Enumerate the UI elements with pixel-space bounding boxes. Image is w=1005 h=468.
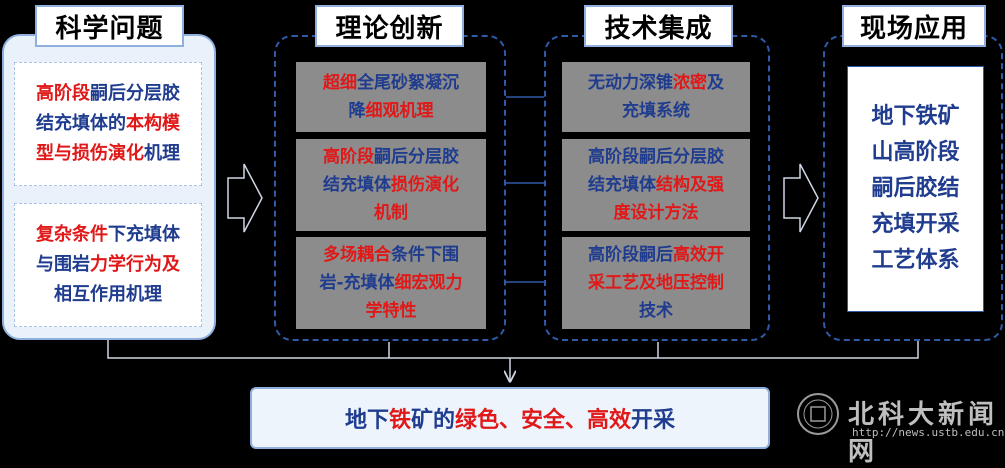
card-line: 相互作用机理 <box>36 280 180 310</box>
text-segment: 力学行为及 <box>90 254 180 275</box>
title-science: 科学问题 <box>35 5 184 47</box>
card-line: 高阶段嗣后分层胶 <box>36 79 180 109</box>
text-segment: 损伤演化 <box>391 175 459 195</box>
bottom-bracket <box>107 338 919 359</box>
result-segment: 地下 <box>344 408 389 433</box>
card-line: 复杂条件下充填体 <box>36 220 180 250</box>
result-segment: 开采 <box>631 408 676 433</box>
text-segment: 岩-充填体 <box>319 273 395 293</box>
card-line: 多场耦合条件下围 <box>319 241 462 269</box>
text-segment: 嗣后分层胶 <box>90 83 180 104</box>
title-field: 现场应用 <box>842 5 986 47</box>
theory-card-2: 高阶段嗣后分层胶结充填体损伤演化机制 <box>296 139 486 231</box>
field-line: 地下铁矿 <box>871 104 960 129</box>
text-segment: 相互作用机理 <box>54 284 162 305</box>
card-text: 高阶段嗣后分层胶结充填体损伤演化机制 <box>323 143 459 227</box>
card-line: 机制 <box>323 199 459 227</box>
card-line: 超细全尾砂絮凝沉 <box>323 69 459 97</box>
text-segment: 采工艺及地压控制 <box>588 273 724 293</box>
text-segment: 多场耦合 <box>323 245 391 265</box>
card-line: 结充填体损伤演化 <box>323 171 459 199</box>
text-segment: 高阶段 <box>36 83 90 104</box>
text-segment: 嗣后分层胶 <box>374 147 459 167</box>
theory-card-3: 多场耦合条件下围岩-充填体细宏观力学特性 <box>296 237 486 329</box>
field-card: 地下铁矿 山高阶段 嗣后胶结 充填开采 工艺体系 <box>847 66 984 312</box>
text-segment: 降 <box>348 101 366 121</box>
text-segment: 技术 <box>639 301 673 321</box>
field-line: 山高阶段 <box>871 140 960 165</box>
text-segment: 细宏观力 <box>394 273 463 293</box>
card-text: 高阶段嗣后分层胶结充填体的本构模型与损伤演化机理 <box>36 79 180 169</box>
title-theory: 理论创新 <box>315 5 464 47</box>
text-segment: 细观机理 <box>365 101 434 121</box>
card-line: 结充填体结构及强 <box>588 171 724 199</box>
text-segment: 与围岩 <box>36 254 90 275</box>
card-text: 超细全尾砂絮凝沉降细观机理 <box>323 69 459 125</box>
title-tech: 技术集成 <box>584 5 733 47</box>
text-segment: 结充填体 <box>323 175 391 195</box>
card-line: 学特性 <box>319 297 462 325</box>
text-segment: 结充填体的 <box>36 113 126 134</box>
tech-card-1: 无动力深锥浓密及充填系统 <box>562 62 750 132</box>
card-line: 高阶段嗣后高效开 <box>588 241 724 269</box>
text-segment: 复杂条件 <box>36 224 108 245</box>
text-segment: 结充填体 <box>588 175 656 195</box>
field-line: 嗣后胶结 <box>871 176 960 201</box>
text-segment: 型与损伤演化 <box>36 143 144 164</box>
text-segment: 高阶段嗣后 <box>588 245 673 265</box>
text-segment: 全尾砂絮凝沉 <box>357 73 459 93</box>
card-text: 高阶段嗣后高效开采工艺及地压控制技术 <box>588 241 724 325</box>
text-segment: 充填系统 <box>622 101 690 121</box>
field-line: 充填开采 <box>871 212 960 237</box>
card-text: 多场耦合条件下围岩-充填体细宏观力学特性 <box>319 241 462 325</box>
card-text: 高阶段嗣后分层胶结充填体结构及强度设计方法 <box>588 143 724 227</box>
text-segment: 浓密 <box>673 73 707 93</box>
card-line: 技术 <box>588 297 724 325</box>
text-segment: 机制 <box>374 203 408 223</box>
text-segment: 本构模 <box>126 113 180 134</box>
text-segment: 条件下围 <box>391 245 459 265</box>
text-segment: 高阶段嗣后分层胶 <box>588 147 724 167</box>
text-segment: 机理 <box>144 143 180 164</box>
card-text: 无动力深锥浓密及充填系统 <box>588 69 724 125</box>
result-segment: 绿色、安全、高效 <box>455 408 632 433</box>
card-line: 结充填体的本构模 <box>36 109 180 139</box>
science-card-2: 复杂条件下充填体与围岩力学行为及相互作用机理 <box>14 203 202 327</box>
text-segment: 高阶段 <box>323 147 374 167</box>
card-line: 高阶段嗣后分层胶 <box>588 143 724 171</box>
science-card-1: 高阶段嗣后分层胶结充填体的本构模型与损伤演化机理 <box>14 62 202 186</box>
text-segment: 结构及强 <box>656 175 724 195</box>
card-line: 岩-充填体细宏观力 <box>319 269 462 297</box>
card-line: 高阶段嗣后分层胶 <box>323 143 459 171</box>
card-line: 无动力深锥浓密及 <box>588 69 724 97</box>
card-line: 采工艺及地压控制 <box>588 269 724 297</box>
text-segment: 下充填体 <box>108 224 180 245</box>
text-segment: 超细 <box>323 73 357 93</box>
text-segment: 度设计方法 <box>613 203 699 223</box>
block-arrow-1 <box>227 163 263 233</box>
card-line: 型与损伤演化机理 <box>36 139 180 169</box>
result-text: 地下铁矿的绿色、安全、高效开采 <box>345 402 675 434</box>
tech-card-3: 高阶段嗣后高效开采工艺及地压控制技术 <box>562 237 750 329</box>
watermark-url: http://news.ustb.edu.cn <box>852 426 1005 439</box>
text-segment: 无动力深锥 <box>588 73 673 93</box>
result-box: 地下铁矿的绿色、安全、高效开采 <box>250 387 770 449</box>
result-segment: 铁 <box>388 408 411 433</box>
text-segment: 高效开 <box>673 245 724 265</box>
block-arrow-2 <box>783 163 819 233</box>
field-line: 工艺体系 <box>871 248 960 273</box>
tech-card-2: 高阶段嗣后分层胶结充填体结构及强度设计方法 <box>562 139 750 231</box>
text-segment: 及 <box>707 73 724 93</box>
card-line: 充填系统 <box>588 97 724 125</box>
card-line: 度设计方法 <box>588 199 724 227</box>
text-segment: 学特性 <box>365 301 417 321</box>
ustb-seal <box>796 392 840 436</box>
card-line: 与围岩力学行为及 <box>36 250 180 280</box>
seal-icon <box>797 393 839 435</box>
card-line: 降细观机理 <box>323 97 459 125</box>
result-segment: 矿的 <box>410 408 455 433</box>
theory-card-1: 超细全尾砂絮凝沉降细观机理 <box>296 62 486 132</box>
card-text: 复杂条件下充填体与围岩力学行为及相互作用机理 <box>36 220 180 310</box>
